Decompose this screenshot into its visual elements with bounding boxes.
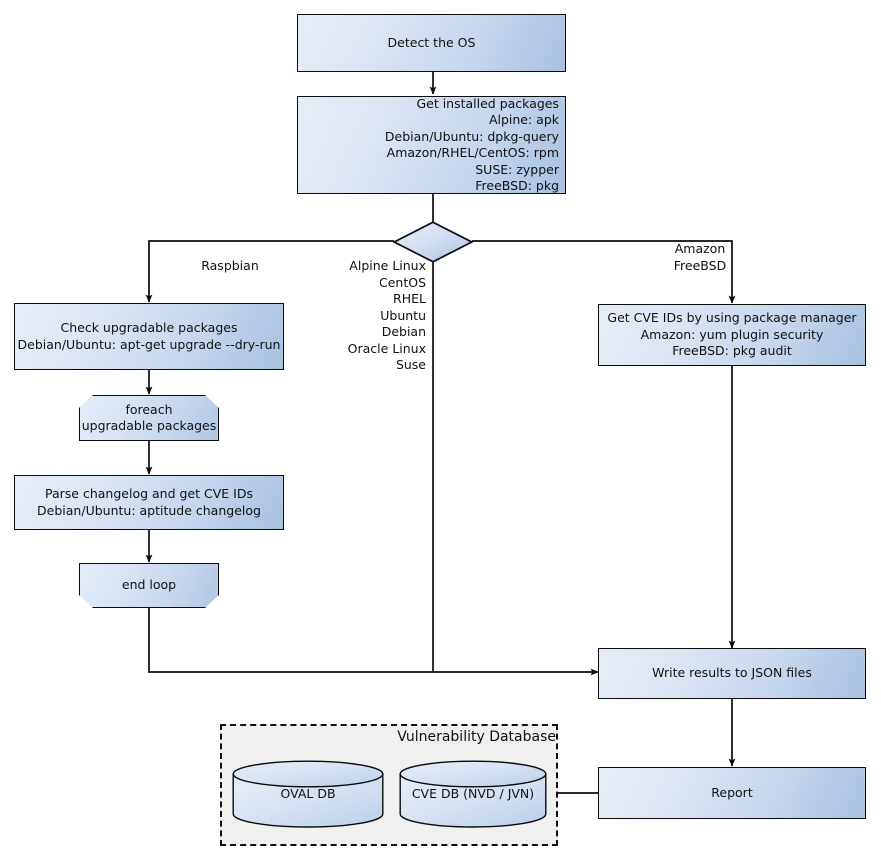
cve-db-top — [399, 760, 547, 788]
node-detect-os[interactable]: Detect the OS — [297, 14, 566, 72]
node-foreach-loop-start-label: foreach upgradable packages — [81, 401, 217, 433]
decision-diamond-shape — [392, 221, 474, 263]
branch-label-amazon-freebsd: Amazon FreeBSD — [673, 241, 727, 273]
node-get-installed-packages-label: Get installed packages Alpine: apk Debia… — [384, 95, 559, 194]
node-check-upgradable-packages-label: Check upgradable packages Debian/Ubuntu:… — [17, 320, 281, 352]
edge-end-loop-to-write-results — [148, 608, 599, 676]
node-os-decision[interactable] — [392, 221, 474, 263]
node-oval-db[interactable]: OVAL DB — [232, 760, 384, 828]
node-detect-os-label: Detect the OS — [387, 34, 476, 50]
oval-db-top — [232, 760, 384, 788]
node-get-installed-packages[interactable]: Get installed packages Alpine: apk Debia… — [297, 96, 566, 194]
node-get-cve-ids[interactable]: Get CVE IDs by using package manager Ama… — [598, 304, 866, 366]
node-end-loop[interactable]: end loop — [79, 563, 219, 608]
node-report-label: Report — [711, 784, 753, 800]
node-end-loop-label: end loop — [121, 577, 177, 593]
node-write-results-to-json[interactable]: Write results to JSON files — [598, 648, 866, 699]
branch-label-raspbian: Raspbian — [201, 258, 259, 273]
node-parse-changelog[interactable]: Parse changelog and get CVE IDs Debian/U… — [14, 475, 284, 530]
node-get-cve-ids-label: Get CVE IDs by using package manager Ama… — [607, 310, 857, 359]
node-write-results-to-json-label: Write results to JSON files — [652, 665, 812, 681]
vulnerability-database-title: Vulnerability Database — [397, 729, 556, 745]
cve-db-body — [399, 773, 547, 828]
oval-db-body — [232, 773, 384, 828]
node-report[interactable]: Report — [598, 767, 866, 819]
node-check-upgradable-packages[interactable]: Check upgradable packages Debian/Ubuntu:… — [14, 303, 284, 370]
node-cve-db[interactable]: CVE DB (NVD / JVN) — [399, 760, 547, 828]
branch-label-middle-os-list: Alpine Linux CentOS RHEL Ubuntu Debian O… — [347, 258, 426, 372]
node-foreach-loop-start[interactable]: foreach upgradable packages — [79, 395, 219, 441]
node-parse-changelog-label: Parse changelog and get CVE IDs Debian/U… — [37, 486, 261, 518]
